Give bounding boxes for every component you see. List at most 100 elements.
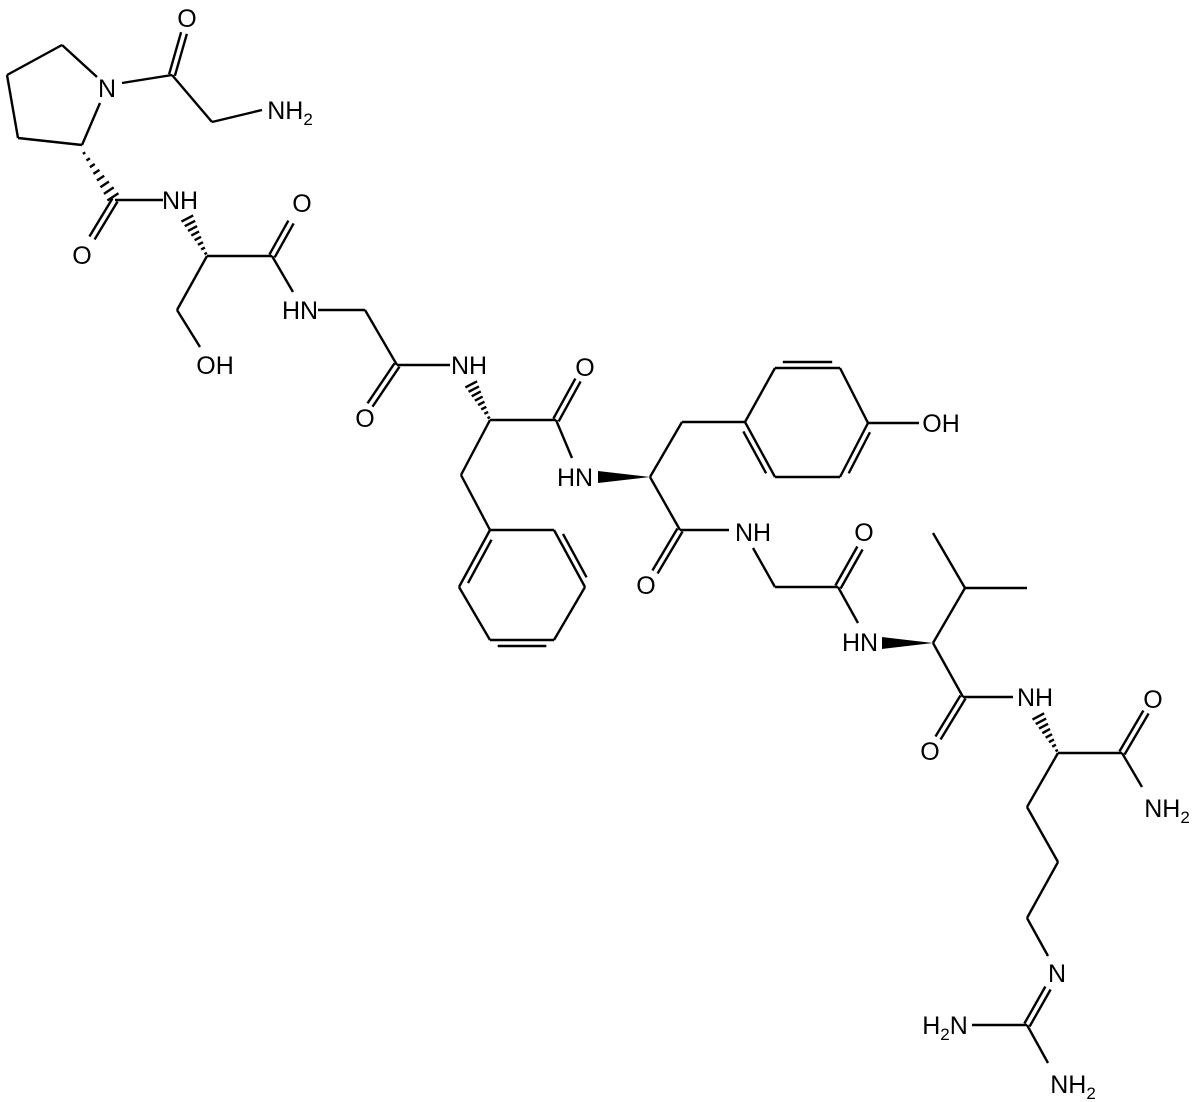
single-bond (363, 309, 399, 366)
o-atom-label: O (1143, 686, 1162, 714)
label-post: N (950, 1012, 968, 1040)
label-pre: H (922, 1012, 940, 1040)
single-bond (17, 136, 83, 147)
single-bond (836, 586, 860, 624)
single-bond (1120, 752, 1144, 788)
hashed-wedge-bond (1045, 733, 1053, 739)
hashed-wedge-bond (464, 380, 478, 389)
single-bond (457, 586, 492, 641)
hashed-wedge-bond (180, 214, 194, 223)
label-main: HN (557, 464, 593, 492)
single-bond (5, 74, 20, 139)
o-atom-label: O (920, 738, 939, 766)
bonds (5, 31, 1150, 1064)
single-bond (931, 587, 967, 644)
solid-wedge-bond (882, 637, 933, 649)
oh-atom-label: OH (196, 352, 234, 380)
label-main: NH (1144, 795, 1180, 823)
double-bond (651, 527, 679, 572)
double-bond (268, 219, 290, 256)
hashed-wedge-bond (82, 151, 86, 155)
double-bond-inner (466, 539, 493, 584)
hashed-wedge-bond (99, 180, 110, 189)
o-atom-label: O (355, 405, 374, 433)
hashed-wedge-bond (1054, 748, 1059, 753)
single-bond (1025, 806, 1060, 863)
hn-atom-label: HN (282, 297, 318, 325)
single-bond (175, 309, 202, 348)
oh-atom-label: OH (922, 410, 960, 438)
solid-wedge-bond (598, 471, 650, 483)
label-sub: 2 (1180, 808, 1189, 827)
hashed-wedge-bond (96, 174, 105, 182)
single-bond (1025, 917, 1050, 957)
double-bond (934, 694, 962, 738)
double-bond (838, 422, 870, 478)
double-bond (167, 31, 183, 75)
double-bond (273, 222, 295, 259)
hashed-wedge-bond (190, 230, 200, 237)
single-bond (743, 367, 777, 423)
single-bond (648, 421, 684, 478)
hashed-wedge-bond (474, 395, 484, 402)
hashed-wedge-bond (1038, 722, 1049, 730)
label-main: OH (922, 410, 960, 438)
hashed-wedge-bond (194, 235, 202, 242)
hashed-wedge-bond (1035, 717, 1047, 726)
double-bond (552, 377, 577, 420)
double-bond (834, 545, 859, 587)
single-bond (61, 44, 98, 78)
hashed-wedge-bond (1048, 738, 1055, 744)
label-main: N (1048, 960, 1066, 988)
hashed-wedge-bond (467, 385, 480, 393)
o-atom-label: O (636, 572, 655, 600)
label-main: NH (451, 352, 487, 380)
hashed-wedge-bond (486, 415, 491, 420)
nh-atom-label: NH (451, 352, 487, 380)
single-bond (648, 476, 682, 531)
label-main: O (1143, 686, 1162, 714)
label-main: NH (267, 97, 303, 125)
single-bond (459, 474, 492, 531)
hashed-wedge-bond (103, 186, 115, 195)
single-bond (838, 367, 870, 424)
double-bond (939, 697, 967, 741)
hashed-wedge-bond (184, 219, 196, 228)
n-atom-label: N (98, 75, 116, 103)
hashed-wedge-bond (197, 241, 204, 246)
label-main: O (636, 572, 655, 600)
single-bond (552, 586, 587, 641)
h2n-atom-label: H2N (922, 1012, 968, 1044)
label-main: O (854, 519, 873, 547)
label-main: O (292, 190, 311, 218)
double-bond (1028, 988, 1052, 1028)
label-main: NH (1017, 684, 1053, 712)
hashed-wedge-bond (480, 405, 487, 411)
o-atom-label: O (292, 190, 311, 218)
label-main: N (98, 75, 116, 103)
double-bond (366, 362, 396, 404)
o-atom-label: O (72, 242, 91, 270)
o-atom-label: O (854, 519, 873, 547)
label-main: O (575, 354, 594, 382)
label-main: O (72, 242, 91, 270)
single-bond (1025, 861, 1060, 919)
single-bond (121, 73, 173, 85)
label-sub: 2 (303, 110, 312, 129)
label-main: OH (196, 352, 234, 380)
label-main: NH (162, 187, 198, 215)
hashed-wedge-bond (92, 168, 101, 175)
n-atom-label: N (1048, 960, 1066, 988)
nh-atom-label: NH (1017, 684, 1053, 712)
hashed-wedge-bond (1041, 727, 1051, 735)
single-bond (6, 43, 63, 77)
hashed-wedge-bond (483, 410, 489, 415)
label-sub: 2 (940, 1025, 949, 1044)
hashed-wedge-bond (89, 163, 96, 169)
single-bond (171, 74, 213, 123)
label-main: NH (1050, 1071, 1086, 1099)
nh-atom-label: NH (735, 519, 771, 547)
single-bond (931, 532, 967, 589)
